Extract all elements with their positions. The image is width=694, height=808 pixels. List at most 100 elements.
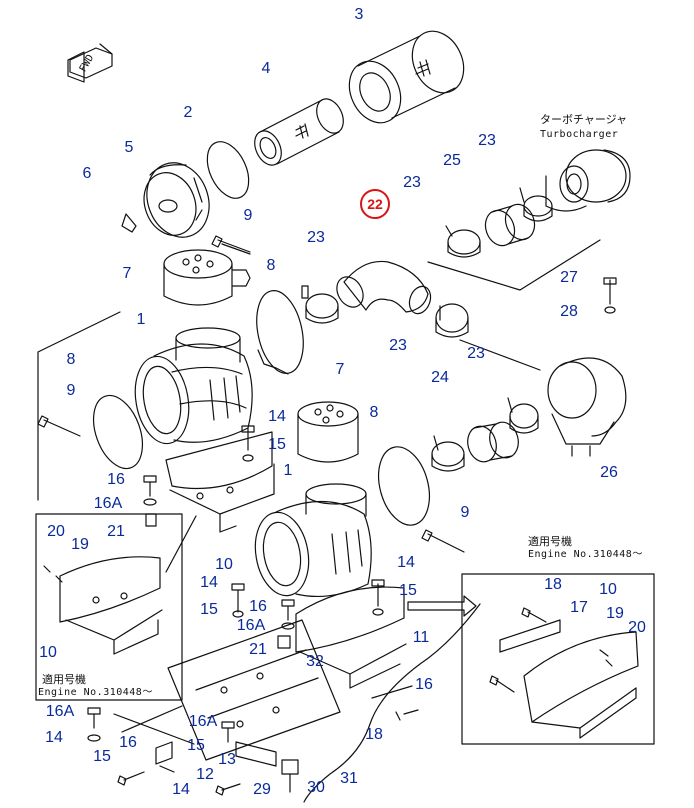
air-cleaner-body-lower	[254, 483, 372, 598]
part-label: 14	[200, 574, 218, 591]
part-label: 23	[467, 345, 485, 362]
washer-16a-upper	[143, 498, 157, 506]
washer-28	[604, 306, 616, 314]
outlet-elbow-26	[547, 357, 627, 457]
bolt-16-lower-left	[87, 707, 101, 729]
guide-line	[37, 311, 121, 501]
part-label: 10	[39, 644, 57, 661]
outer-filter-element	[348, 30, 465, 124]
bolt-16-upper	[143, 475, 157, 497]
bolt-lower	[421, 529, 465, 553]
part-label: 20	[47, 523, 65, 540]
part-label: 16	[119, 734, 137, 751]
washer-16a-lower-left	[87, 734, 101, 742]
part-label: 1	[136, 311, 146, 328]
mounting-saddle-lower	[295, 586, 407, 689]
inner-filter-element	[254, 98, 344, 166]
clamp-band-upper	[256, 290, 304, 375]
hose-clamp-23a	[301, 285, 339, 324]
bolt-left	[37, 415, 81, 437]
part-label: 17	[570, 599, 588, 616]
part-label: 15	[187, 737, 205, 754]
bolt-18-inset-top	[521, 607, 547, 623]
part-label: 28	[560, 303, 578, 320]
part-label: 16	[249, 598, 267, 615]
hose-25	[484, 203, 536, 247]
variant-left-en-label: Engine No.310448～	[38, 687, 153, 698]
air-cleaner-body-upper	[134, 327, 253, 445]
variant-right-en-label: Engine No.310448～	[528, 549, 643, 560]
hose-clip-31-32	[371, 685, 419, 721]
cleaner-cap-lower	[297, 401, 359, 463]
part-label: 26	[600, 464, 618, 481]
part-label: 12	[196, 766, 214, 783]
part-label: 2	[183, 104, 193, 121]
part-label: 23	[389, 337, 407, 354]
part-label: 29	[253, 781, 271, 798]
bolt-14-lower-left	[117, 771, 145, 786]
bolt-14-upper	[241, 425, 255, 451]
leader-lines-lower	[113, 705, 195, 745]
evacuator-valve	[121, 213, 137, 233]
part-label: 16	[107, 471, 125, 488]
bolt-27	[603, 277, 617, 305]
part-label: 16A	[188, 713, 218, 730]
hose-24	[467, 421, 519, 463]
bracket-13	[155, 741, 175, 773]
part-label: 4	[261, 60, 271, 77]
part-label: 30	[307, 779, 325, 796]
bracket-12	[235, 741, 277, 767]
base-plate	[167, 619, 341, 761]
part-label: 15	[268, 436, 286, 453]
inset-box-right	[461, 573, 655, 745]
part-label: 14	[268, 408, 286, 425]
guide-line-right	[427, 239, 601, 371]
hose-clamp-23c	[523, 195, 553, 217]
plate-21-upper	[145, 513, 157, 527]
part-label: 8	[369, 404, 379, 421]
part-label: 15	[399, 582, 417, 599]
part-label: 18	[365, 726, 383, 743]
part-label: 23	[307, 229, 325, 246]
bolt-14-lower	[371, 579, 385, 607]
nut-washer-inset	[599, 649, 613, 667]
turbocharger-jp-label: ターボチャージャ	[540, 113, 628, 126]
fwd-arrow-icon	[67, 43, 113, 83]
highlight-number: 22	[367, 196, 383, 212]
part-label: 14	[172, 781, 190, 798]
washer-15-upper	[242, 454, 254, 462]
dust-indicator-29	[281, 759, 299, 793]
part-label: 3	[354, 6, 364, 23]
variant-left-jp-label: 適用号機	[42, 673, 86, 686]
part-label: 11	[412, 629, 430, 646]
washer-15-mid	[232, 610, 244, 618]
part-label: 10	[599, 581, 617, 598]
part-label: 7	[122, 265, 132, 282]
plate-21-mid	[277, 635, 291, 649]
part-label: 18	[544, 576, 562, 593]
bolt-16-lower-centre	[221, 721, 235, 743]
o-ring	[206, 141, 250, 199]
part-label: 23	[478, 132, 496, 149]
part-label: 32	[306, 653, 324, 670]
bolt-14-bottom	[215, 783, 241, 796]
part-label: 8	[66, 351, 76, 368]
hose-clamp-23b	[447, 229, 481, 255]
part-label: 7	[335, 361, 345, 378]
part-label: 15	[200, 601, 218, 618]
cleaner-cap-upper	[163, 249, 251, 306]
clamp-band-lower	[378, 446, 430, 526]
mounting-saddle-inset-right	[499, 619, 639, 739]
cleaner-cover	[143, 162, 210, 238]
part-label: 8	[266, 257, 276, 274]
part-label: 24	[431, 369, 449, 386]
variant-right-jp-label: 適用号機	[528, 535, 572, 548]
bolt-16-mid	[281, 599, 295, 621]
bolt-14-mid	[231, 583, 245, 613]
part-label: 1	[283, 462, 293, 479]
part-label: 6	[82, 165, 92, 182]
washer-15-lower	[372, 608, 384, 616]
turbocharger-en-label: Turbocharger	[540, 129, 619, 140]
elbow-hose	[336, 260, 432, 315]
arrow-to-inset	[407, 595, 477, 617]
